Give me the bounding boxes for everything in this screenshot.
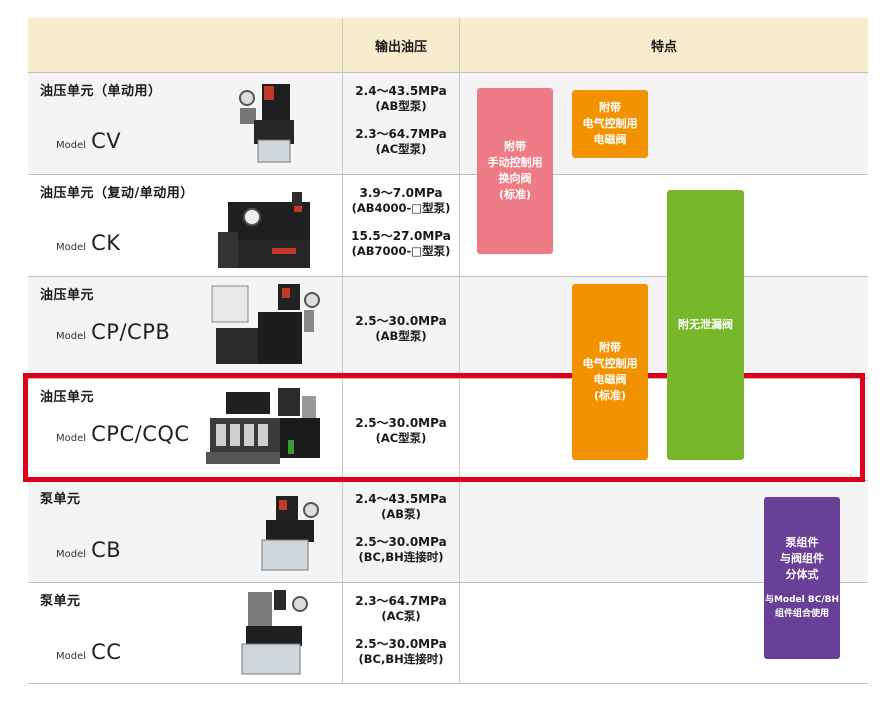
row-name-cc: 泵单元: [40, 594, 81, 609]
product-image-cb: [256, 492, 326, 574]
product-image-cp: [208, 280, 328, 368]
row-divider: [28, 582, 868, 583]
row-name-cpc: 油压单元: [40, 390, 95, 405]
header-features: 特点: [650, 39, 677, 55]
header-pressure: 输出油压: [374, 39, 427, 55]
row-name-cb: 泵单元: [40, 492, 81, 507]
model-label-cb: Model CB: [56, 538, 122, 562]
pressure-cp: 2.5～30.0MPa(AB型泵): [355, 314, 447, 343]
model-label-cv: Model CV: [56, 129, 122, 153]
row-name-cv: 油压单元（单动用）: [40, 84, 162, 99]
row-divider: [28, 683, 868, 684]
feature-separate-units: 泵组件 与阀组件 分体式 与Model BC/BH 组件组合使用: [764, 497, 840, 659]
row-bg-cb: [28, 480, 868, 582]
pressure-cb-2: 2.5～30.0MPa(BC,BH连接时): [355, 535, 447, 564]
model-label-cc: Model CC: [56, 640, 122, 664]
pressure-cpc: 2.5～30.0MPa(AC型泵): [355, 416, 447, 445]
row-name-ck: 油压单元（复动/单动用）: [40, 186, 194, 201]
pressure-cv-2: 2.3～64.7MPa(AC型泵): [355, 127, 447, 156]
product-image-cpc: [204, 384, 326, 468]
product-image-cc: [240, 586, 326, 678]
feature-solenoid-valve-1: 附带 电气控制用 电磁阀: [572, 90, 648, 158]
row-divider: [28, 378, 868, 379]
product-image-ck: [212, 190, 312, 270]
row-divider: [28, 174, 868, 175]
highlight-frame: [23, 373, 865, 482]
column-divider: [342, 18, 343, 683]
pressure-cc-2: 2.5～30.0MPa(BC,BH连接时): [355, 637, 447, 666]
table-header: [28, 18, 868, 72]
row-bg-cv: [28, 72, 868, 174]
model-label-ck: Model CK: [56, 231, 121, 255]
pressure-cc-1: 2.3～64.7MPa(AC泵): [355, 594, 447, 623]
row-divider: [28, 276, 868, 277]
feature-manual-valve: 附带 手动控制用 换向阀 (标准): [477, 88, 553, 254]
pressure-ck-2: 15.5～27.0MPa(AB7000-□型泵): [351, 229, 451, 258]
product-image-cv: [236, 78, 298, 164]
row-divider: [28, 72, 868, 73]
feature-no-leak-valve: 附无泄漏阀: [667, 190, 744, 460]
pressure-cb-1: 2.4～43.5MPa(AB泵): [355, 492, 447, 521]
model-label-cpc: Model CPC/CQC: [56, 422, 190, 446]
row-name-cp: 油压单元: [40, 288, 95, 303]
column-divider: [459, 18, 460, 683]
pressure-cv-1: 2.4～43.5MPa(AB型泵): [355, 84, 447, 113]
model-label-cp: Model CP/CPB: [56, 320, 171, 344]
pressure-ck-1: 3.9～7.0MPa(AB4000-□型泵): [351, 186, 451, 215]
feature-solenoid-valve-2: 附带 电气控制用 电磁阀 (标准): [572, 284, 648, 460]
